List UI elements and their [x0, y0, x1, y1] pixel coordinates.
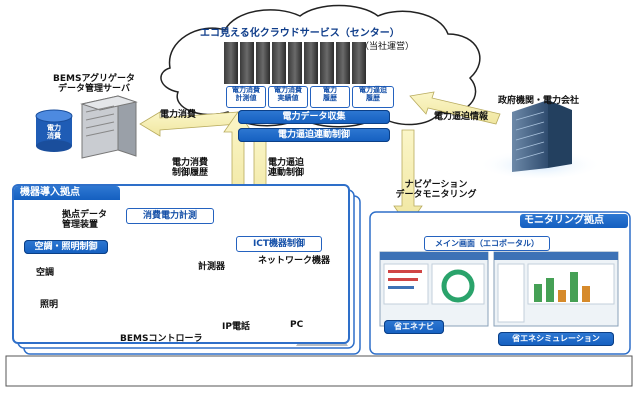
arrow-power-consumption	[139, 111, 239, 137]
ict-section-box: ICT機器制御	[236, 236, 322, 252]
aggregator-title: BEMSアグリゲータ データ管理サーバ	[53, 74, 135, 95]
database-drum-icon	[35, 109, 73, 152]
ipphone-label: IP電話	[222, 322, 250, 332]
server-rack-group	[224, 42, 366, 84]
main-screen-box: メイン画面（エコポータル）	[424, 236, 550, 251]
aggregator-server-icon	[80, 95, 138, 159]
arrow-tight-info	[409, 91, 501, 125]
monitor-screens	[379, 251, 619, 327]
cloud-title: エコ見える化クラウドサービス（センター）	[200, 28, 400, 39]
label-tight-info: 電力逼迫情報	[434, 112, 489, 122]
cloud-module-2: 電力消費 実績値	[268, 86, 308, 108]
cloud-module-3: 電力 履歴	[310, 86, 350, 108]
label-consumption-history: 電力消費 制御履歴	[172, 158, 209, 179]
eco-navi-box: 省エネナビ	[384, 320, 444, 334]
ac-label: 空調	[36, 268, 55, 278]
government-building-icon	[478, 100, 602, 178]
hvac-control-box: 空調・照明制御	[24, 240, 108, 254]
drum-label: 電力 消費	[47, 124, 61, 141]
meter-section-box: 消費電力計測	[126, 208, 214, 224]
eco-sim-box: 省エネシミュレーション	[498, 332, 614, 346]
bems-label: BEMSコントローラ	[120, 334, 203, 344]
cloud-module-4: 電力逼迫 履歴	[352, 86, 394, 108]
control-bar: 電力逼迫連動制御	[238, 128, 390, 142]
label-navigation: ナビゲーション データモニタリング	[395, 180, 477, 201]
light-label: 照明	[40, 300, 59, 310]
label-power-consumption: 電力消費	[160, 110, 197, 120]
site-title: 機器導入拠点	[14, 186, 120, 200]
collect-bar: 電力データ収集	[238, 110, 390, 124]
monitoring-title: モニタリング拠点	[520, 214, 628, 228]
network-label: ネットワーク機器	[258, 256, 331, 266]
pc-label: PC	[290, 320, 304, 330]
logger-label: 拠点データ 管理装置	[62, 210, 108, 231]
cloud-module-1: 電力消費 計測値	[226, 86, 266, 108]
government-title: 政府機関・電力会社	[498, 96, 580, 106]
base-frame	[5, 355, 633, 387]
label-tight-control: 電力逼迫 連動制御	[268, 158, 305, 179]
meter-label: 計測器	[198, 262, 226, 272]
cloud-operator: （当社運営）	[360, 42, 415, 52]
